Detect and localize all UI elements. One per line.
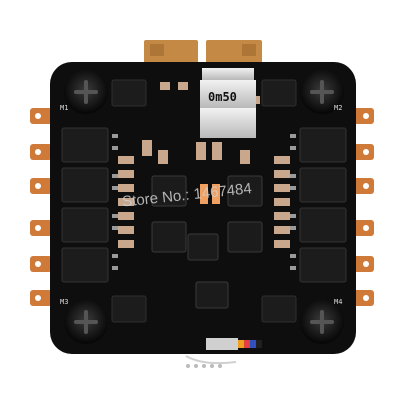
mosfets-left	[61, 127, 109, 283]
motor-label-m1: M1	[60, 104, 68, 112]
signal-wires	[185, 338, 262, 368]
pcb-board	[50, 62, 356, 354]
motor-label-m4: M4	[334, 298, 342, 306]
silkscreen-labels: M1 M2 M3 M4	[60, 104, 342, 306]
mosfets-right	[299, 127, 347, 283]
motor-label-m2: M2	[334, 104, 342, 112]
status-leds	[200, 184, 220, 204]
mounting-screws	[64, 70, 344, 344]
motor-pads-left	[30, 108, 52, 306]
shunt-label: 0m50	[208, 90, 237, 104]
current-shunt: 0m50	[200, 68, 256, 138]
motor-label-m3: M3	[60, 298, 68, 306]
mcu-chips	[151, 175, 263, 309]
